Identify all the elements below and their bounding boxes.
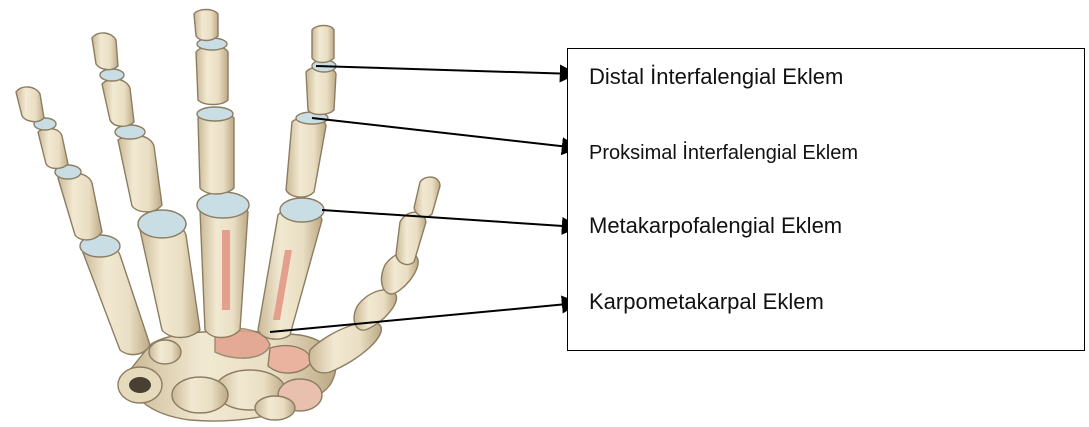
index-finger-bones [258,26,336,340]
leader-line-metakarpofalengial [322,210,578,227]
label-karpometakarpal: Karpometakarpal Eklem [589,291,824,313]
carpal-bones [118,328,336,421]
leader-line-proksimal [312,118,578,148]
leader-line-distal [316,66,576,74]
hand-bones-illustration [16,10,440,421]
middle-finger-bones [194,10,249,338]
label-proksimal-interfalengial: Proksimal İnterfalengial Eklem [589,143,858,163]
label-distal-interfalengial: Distal İnterfalengial Eklem [589,66,843,88]
label-metakarpofalengial: Metakarpofalengial Eklem [589,215,842,237]
thumb-bones [309,177,440,373]
leader-line-karpometakarpal [270,303,578,332]
